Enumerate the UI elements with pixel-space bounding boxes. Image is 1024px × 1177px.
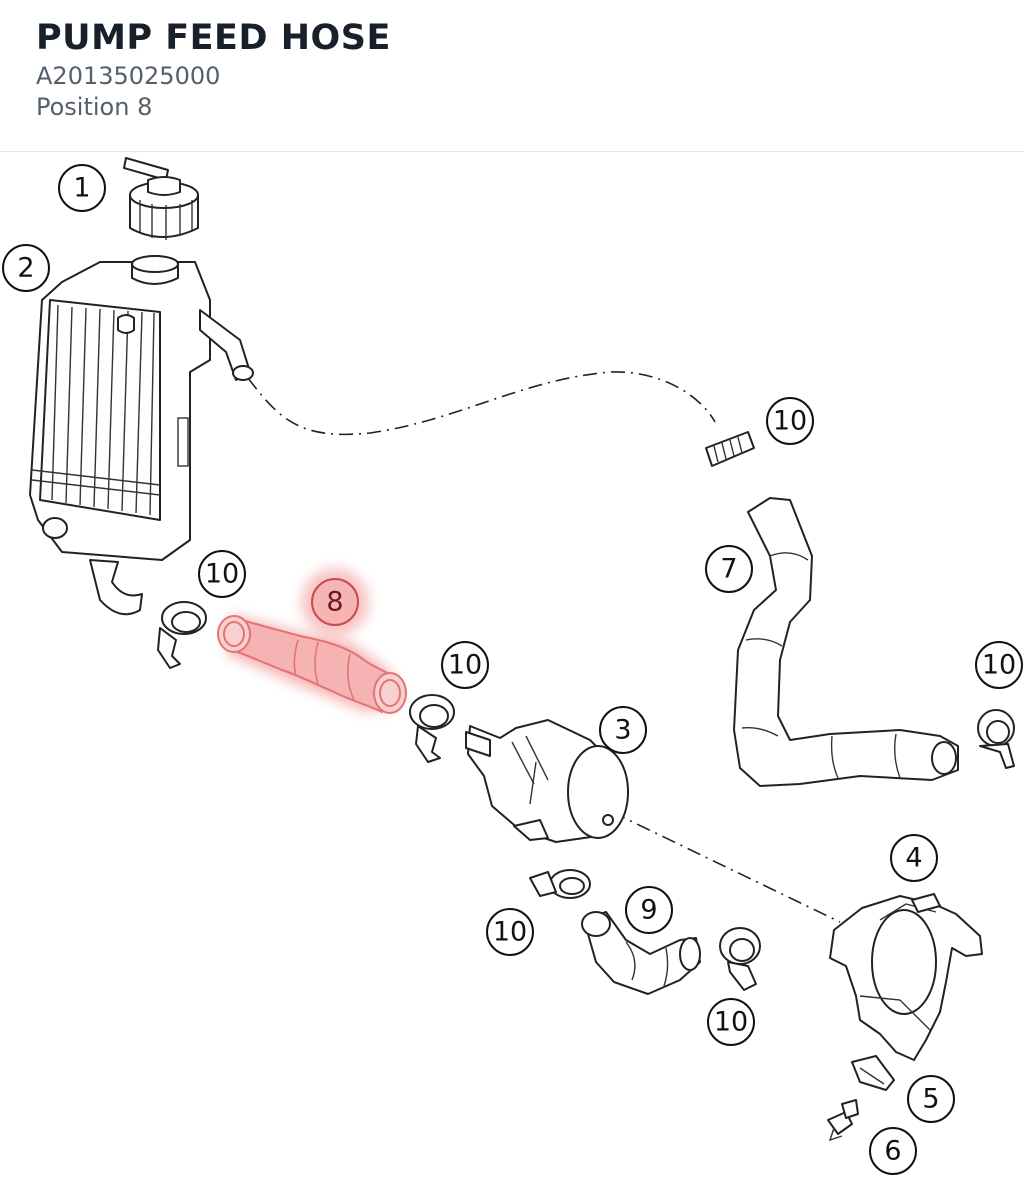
pump-bracket-part[interactable]	[829, 893, 983, 1061]
water-pump-part[interactable]	[465, 719, 629, 843]
hose-clamp-part[interactable]	[719, 927, 761, 991]
callout-2[interactable]: 2	[2, 244, 50, 292]
hose-clamp-part[interactable]	[409, 694, 455, 763]
callout-2-label: 2	[17, 253, 34, 284]
short-hose-part[interactable]	[581, 911, 701, 995]
leader-line-radiator-clamp	[247, 371, 716, 436]
callout-3[interactable]: 3	[599, 706, 647, 754]
hose-clamp-part[interactable]	[705, 431, 755, 467]
callout-4-label: 4	[905, 843, 922, 874]
position-label: Position 8	[36, 93, 153, 121]
callout-9[interactable]: 9	[625, 886, 673, 934]
callout-4[interactable]: 4	[890, 834, 938, 882]
callout-3-label: 3	[614, 715, 631, 746]
coolant-hose-part[interactable]	[733, 497, 959, 787]
callout-10-pump-lower[interactable]: 10	[486, 908, 534, 956]
callout-7[interactable]: 7	[705, 545, 753, 593]
callout-6[interactable]: 6	[869, 1127, 917, 1175]
callout-10-hose-right[interactable]: 10	[441, 641, 489, 689]
callout-10-label: 10	[714, 1007, 748, 1038]
callout-1-label: 1	[73, 173, 90, 204]
callout-9-label: 9	[640, 895, 657, 926]
callout-10-label: 10	[982, 650, 1016, 681]
callout-10-label: 10	[448, 650, 482, 681]
part-number: A20135025000	[36, 62, 221, 90]
page-header: PUMP FEED HOSE A20135025000 Position 8	[0, 0, 1024, 152]
callout-10-short-hose[interactable]: 10	[707, 998, 755, 1046]
callout-5[interactable]: 5	[907, 1075, 955, 1123]
callout-5-label: 5	[922, 1084, 939, 1115]
radiator-part[interactable]	[29, 255, 254, 616]
callout-10-far-right[interactable]: 10	[975, 641, 1023, 689]
callout-1[interactable]: 1	[58, 164, 106, 212]
hose-clamp-part[interactable]	[977, 709, 1015, 769]
callout-10-label: 10	[493, 917, 527, 948]
callout-10-label: 10	[205, 559, 239, 590]
hose-clamp-part[interactable]	[157, 601, 207, 669]
callout-8-label: 8	[326, 587, 343, 618]
radiator-cap-part[interactable]	[123, 157, 199, 240]
callout-8-selected[interactable]: 8	[301, 568, 369, 636]
screw-part[interactable]	[827, 1099, 859, 1142]
clip-part[interactable]	[851, 1055, 895, 1091]
exploded-parts-diagram: 1 2 10 7 10 8 10 10 3 4 9	[2, 157, 1023, 1175]
hose-clamp-part[interactable]	[529, 869, 591, 899]
callout-7-label: 7	[720, 554, 737, 585]
pump-feed-hose-part[interactable]	[217, 614, 407, 714]
callout-10-radiator-clamp[interactable]: 10	[766, 397, 814, 445]
callout-10-hose-left[interactable]: 10	[198, 550, 246, 598]
page-title: PUMP FEED HOSE	[36, 18, 391, 58]
callout-6-label: 6	[884, 1136, 901, 1167]
callout-10-label: 10	[773, 406, 807, 437]
